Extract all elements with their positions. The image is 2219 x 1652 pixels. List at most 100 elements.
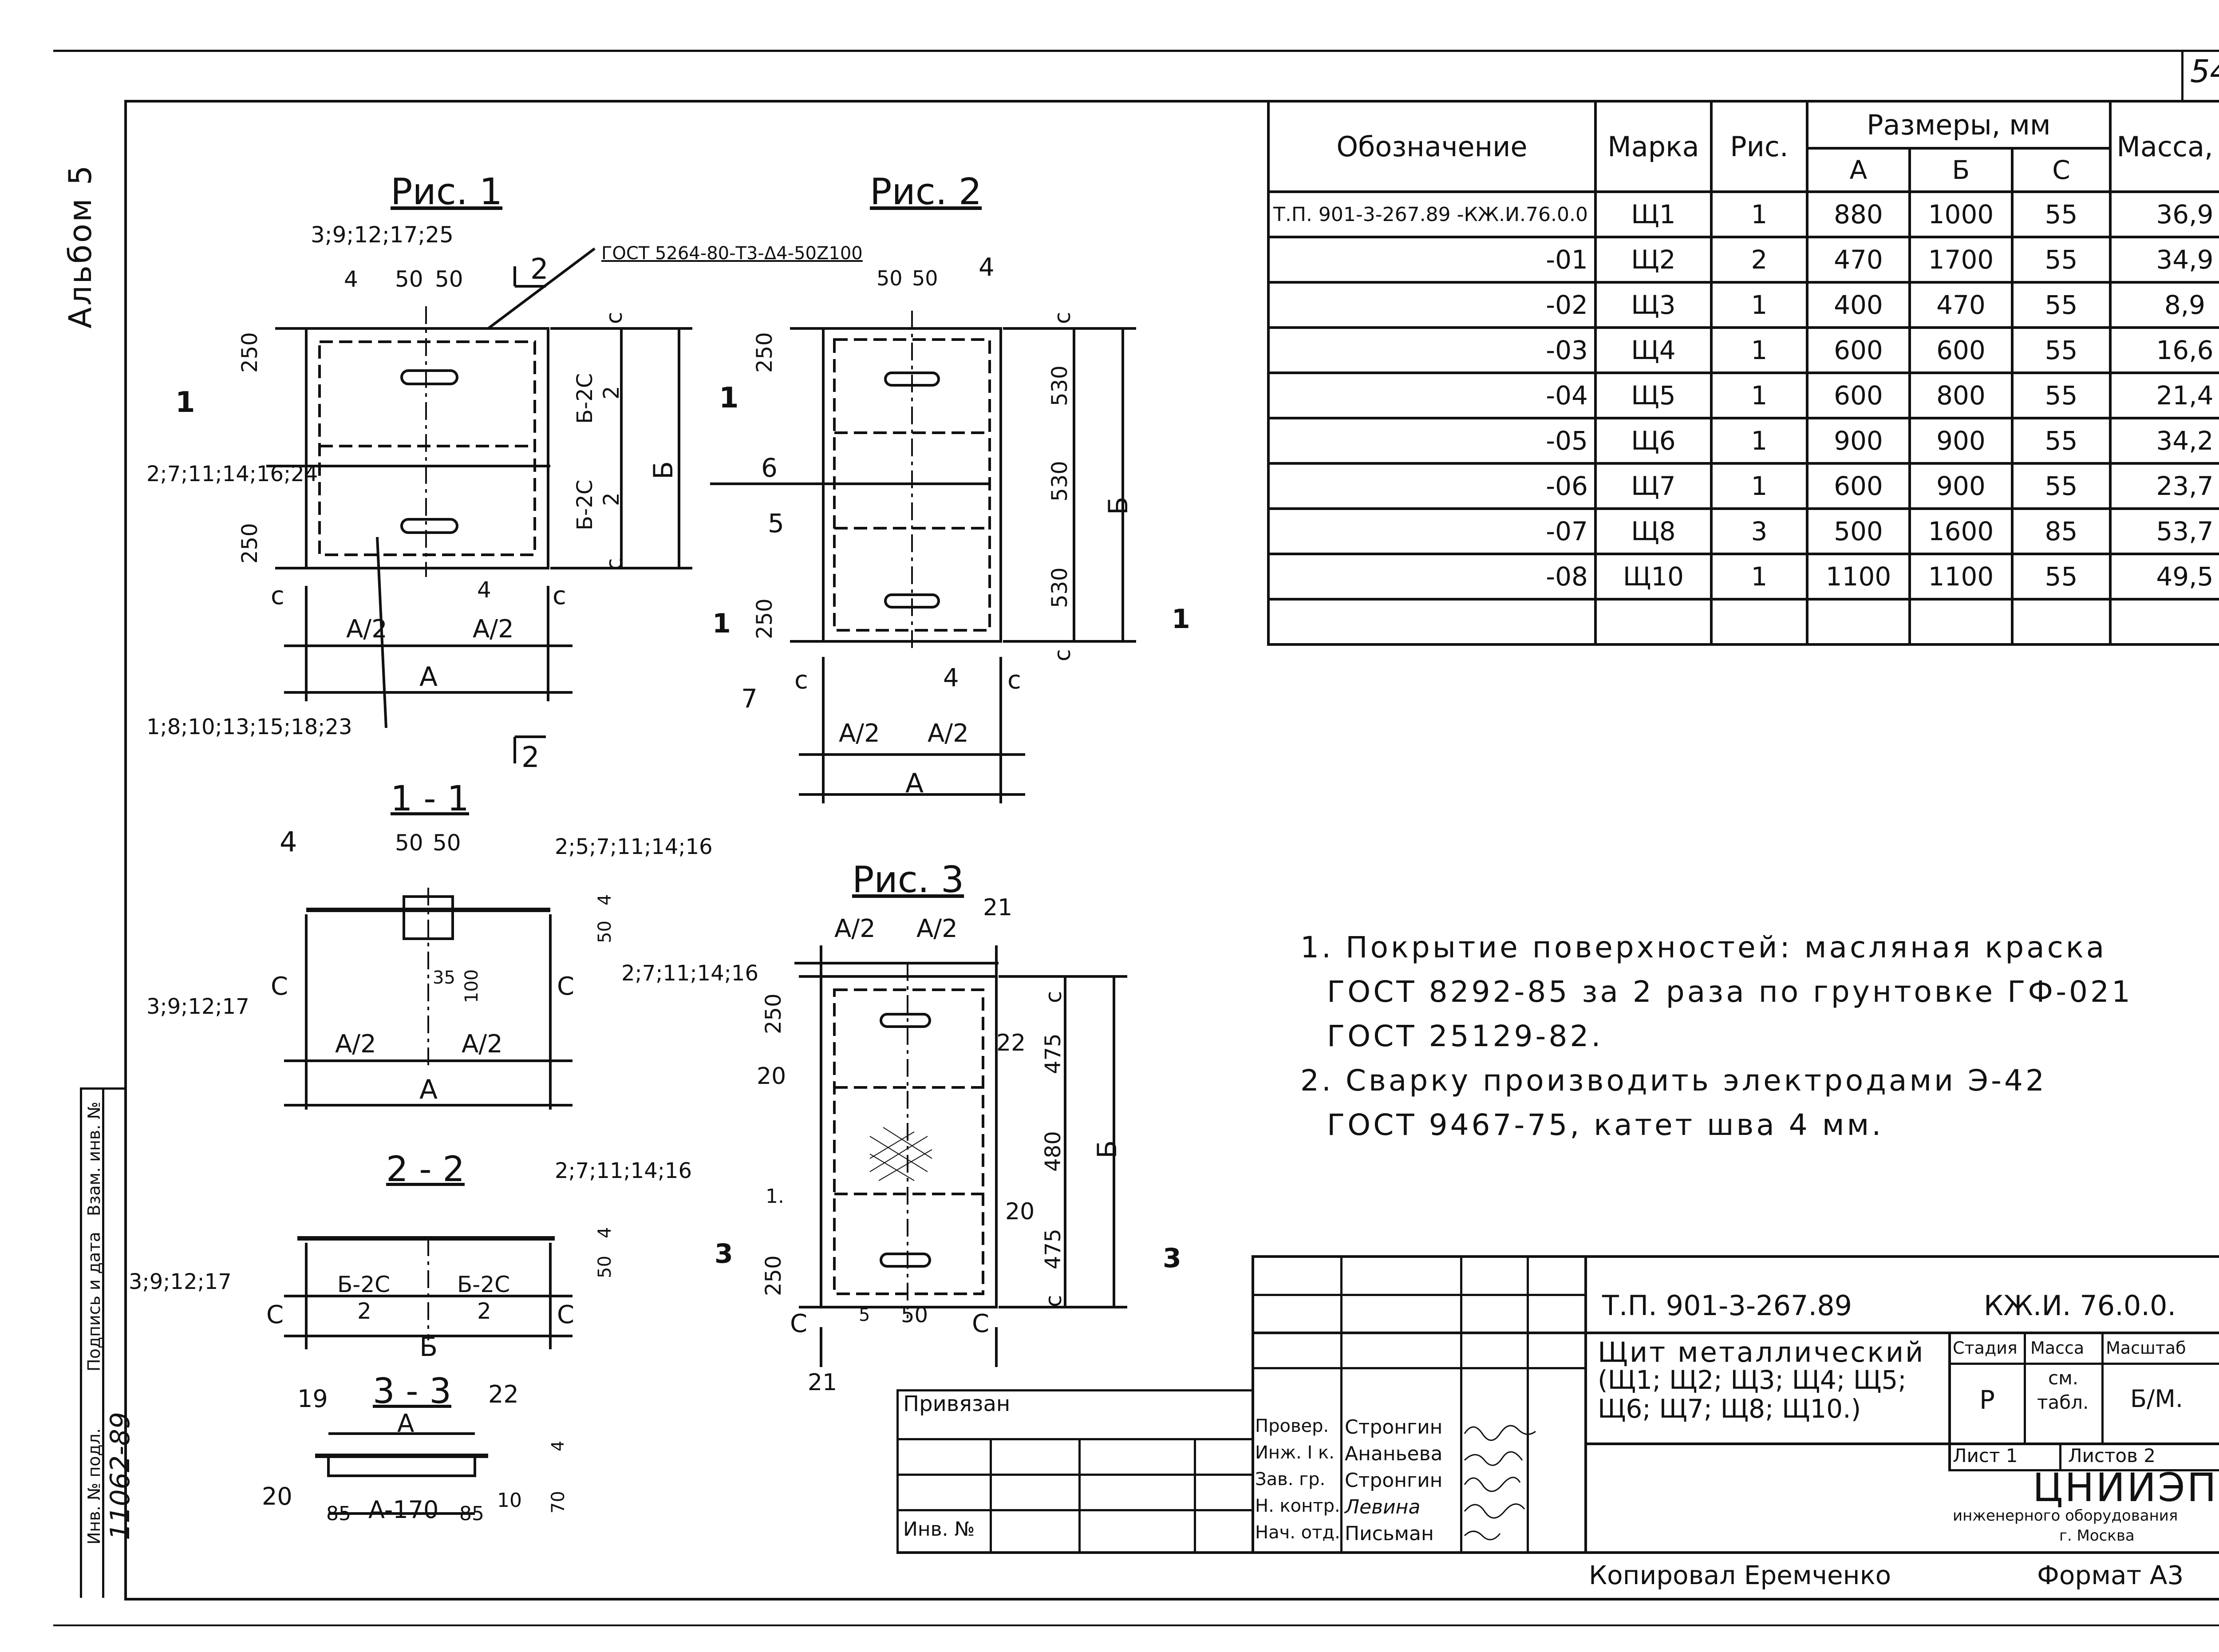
cell-mark: Щ2	[1594, 236, 1713, 284]
sec11-title: 1 - 1	[391, 779, 469, 819]
fig3-dim-5: 5	[859, 1305, 870, 1325]
sec33-pos-22: 22	[488, 1380, 519, 1408]
sec11-dim-a: A	[419, 1074, 438, 1105]
fig2-pos-4-top: 4	[979, 253, 995, 282]
sec11-label-right: 2;7;11;14;16	[621, 961, 758, 986]
bound-box-left	[896, 1389, 899, 1553]
bound-box-top	[896, 1389, 1252, 1391]
cell-a: 600	[1805, 372, 1911, 419]
role-checker: Провер.	[1255, 1416, 1329, 1436]
header-a: А	[1805, 147, 1911, 193]
sec33-dim-a170: A-170	[368, 1496, 439, 1524]
fig3-dim-a2-right: A/2	[916, 914, 958, 943]
sec22-dim-b2c-left: Б-2С	[337, 1272, 391, 1297]
role-norm-control: Н. контр.	[1255, 1496, 1340, 1516]
spec-table-header-row: Обозначение Марка Рис. Размеры, мм Масса…	[1267, 100, 2219, 193]
fig1-dim-a2-right: A/2	[473, 615, 514, 644]
sec22-dim-c-left: C	[266, 1300, 284, 1329]
cell-fig: 1	[1710, 190, 1808, 238]
sec33-dim-85a: 85	[326, 1502, 351, 1525]
fig2-pos-5: 5	[768, 508, 784, 538]
cell-a: 400	[1805, 281, 1911, 329]
sec22-label-left: 3;9;12;17	[129, 1269, 232, 1294]
cell-mass: 16,6	[2108, 326, 2219, 374]
fig3-dim-c-left: C	[790, 1309, 808, 1338]
cell-mark: Щ3	[1594, 281, 1713, 329]
page-number-box-left	[2181, 50, 2183, 100]
signature-3	[1464, 1477, 1521, 1492]
fig1-pos-4-bottom: 4	[477, 577, 491, 603]
cell-fig: 1	[1710, 281, 1808, 329]
copied-by: Копировал Еремченко	[1589, 1560, 1891, 1590]
header-c: С	[2010, 147, 2112, 193]
fig3-pos-20-right: 20	[1005, 1198, 1035, 1225]
title-block-sheet-col	[2059, 1443, 2061, 1469]
title-block-sig-col-1	[1340, 1255, 1342, 1553]
frame-bottom	[124, 1598, 2219, 1601]
cell-fig: 1	[1710, 372, 1808, 419]
side-stamp-divider	[102, 1087, 104, 1598]
title-block-sig-col-3	[1527, 1255, 1529, 1553]
cell-mass: 21,4	[2108, 372, 2219, 419]
cell-mass: 36,9	[2108, 190, 2219, 238]
sheets-label: Листов 2	[2068, 1445, 2156, 1466]
note-line: ГОСТ 9467-75, катет шва 4 мм.	[1327, 1108, 1884, 1142]
sec22-dim-b2c-right: Б-2С	[457, 1272, 510, 1297]
cell-fig: 1	[1710, 462, 1808, 510]
signature-4	[1464, 1503, 1525, 1519]
cell-mark: Щ4	[1594, 326, 1713, 374]
cell-mass: 49,5	[2108, 553, 2219, 601]
cell-mark: Щ1	[1594, 190, 1713, 238]
fig2-dim-c-right: c	[1007, 666, 1021, 695]
cell-a: 600	[1805, 462, 1911, 510]
fig1-section-1-left: 1	[175, 386, 195, 419]
stage-label: Стадия	[1953, 1338, 2018, 1358]
cell-c: 55	[2010, 281, 2112, 329]
sec22-dim-2-left: 2	[357, 1298, 371, 1324]
sec11-dim-50b: 50	[433, 830, 461, 856]
sec33-pos-19: 19	[297, 1385, 328, 1413]
cell-b: 1100	[1908, 553, 2014, 601]
cell-fig: 1	[1710, 417, 1808, 465]
title-block-top	[1252, 1255, 2219, 1258]
signature-5	[1464, 1530, 1501, 1541]
fig1-dim-50a: 50	[395, 266, 423, 292]
sec22-dim-c-right: C	[557, 1300, 575, 1329]
cell-designation: -02	[1267, 281, 1597, 329]
spec-table: Обозначение Марка Рис. Размеры, мм Масса…	[1267, 100, 2219, 646]
fig3-panel-outline	[820, 975, 998, 1308]
table-row: -04 Щ5 1 600 800 55 21,4	[1267, 372, 2219, 419]
fig1-dim-50b: 50	[435, 266, 463, 292]
bound-box-row-1	[896, 1438, 1252, 1440]
title-project: Т.П. 901-3-267.89	[1602, 1289, 1852, 1322]
title-doc-code: КЖ.И. 76.0.0.	[1984, 1289, 2176, 1322]
cell-b: 900	[1908, 417, 2014, 465]
bound-box-col-1	[990, 1438, 992, 1553]
org-name: ЦНИИЭП	[2033, 1465, 2218, 1510]
cell-fig: 1	[1710, 553, 1808, 601]
title-block-bottom	[896, 1551, 2219, 1554]
spec-table-subheader-row: А Б С	[1268, 147, 2219, 193]
table-row: -08 Щ10 1 1100 1100 55 49,5	[1267, 553, 2219, 601]
bound-box-row-3	[896, 1509, 1252, 1511]
fig3-pos-22: 22	[996, 1030, 1026, 1056]
title-block-stage-col-1	[2024, 1332, 2026, 1443]
org-sub-2: г. Москва	[2059, 1527, 2135, 1545]
fig2-dim-50b: 50	[912, 266, 938, 290]
name-norm-control: Левина	[1345, 1496, 1421, 1518]
frame-left	[124, 100, 127, 1600]
page-number: 54	[2190, 53, 2219, 90]
fig2-title: Рис. 2	[870, 171, 982, 213]
title-block-stage-col-2	[2101, 1332, 2104, 1443]
fig2-pos-7: 7	[741, 684, 758, 714]
cell-a: 500	[1805, 507, 1911, 555]
table-row: -05 Щ6 1 900 900 55 34,2	[1267, 417, 2219, 465]
top-edge-line	[53, 50, 2219, 52]
fig1-section-2-top: 2	[530, 253, 549, 286]
cell-c: 55	[2010, 462, 2112, 510]
bound-box-col-2	[1078, 1438, 1081, 1553]
fig3-dim-c-right: C	[972, 1309, 990, 1338]
cell-mark: Щ6	[1594, 417, 1713, 465]
